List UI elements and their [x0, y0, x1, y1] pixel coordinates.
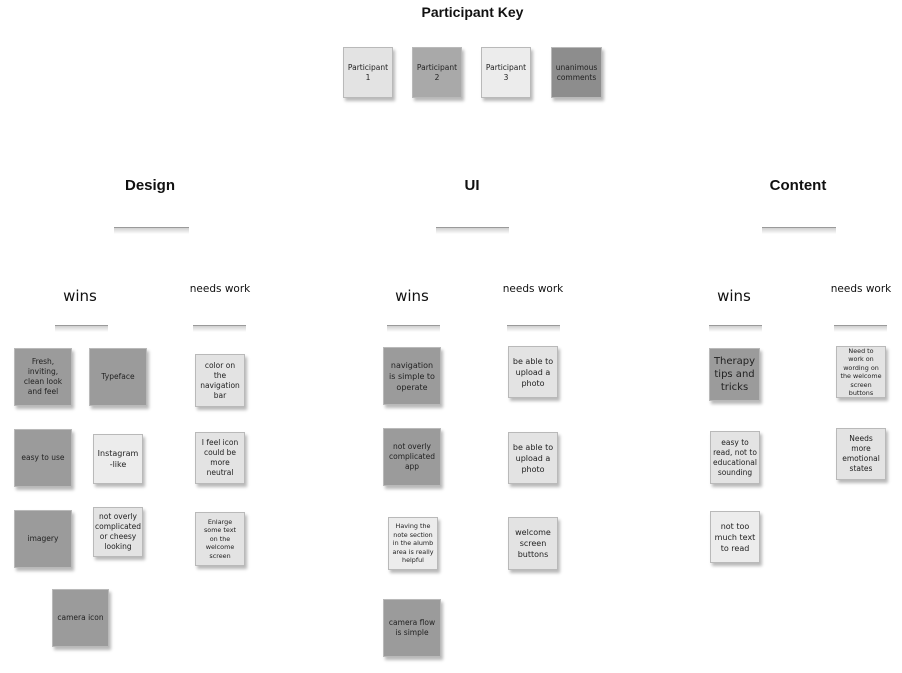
design-wins-divider — [55, 325, 108, 332]
ui-wins-divider — [387, 325, 440, 332]
content-divider — [762, 227, 836, 234]
sticky-note[interactable]: I feel icon could be more neutral — [195, 432, 245, 484]
sticky-note[interactable]: Instagram -like — [93, 434, 143, 484]
sticky-note[interactable]: Therapy tips and tricks — [709, 348, 760, 401]
sticky-note[interactable]: not overly complicated or cheesy looking — [93, 507, 143, 557]
ui-heading: UI — [464, 177, 480, 194]
sticky-note[interactable]: Needs more emotional states — [836, 428, 886, 480]
sticky-note[interactable]: imagery — [14, 510, 72, 568]
ui-wins-label: wins — [395, 287, 429, 305]
ui-divider — [436, 227, 509, 234]
key-participant-1[interactable]: Participant 1 — [343, 47, 393, 98]
sticky-note[interactable]: welcome screen buttons — [508, 517, 558, 570]
design-wins-label: wins — [63, 287, 97, 305]
key-unanimous-comments[interactable]: unanimous comments — [551, 47, 602, 98]
sticky-note[interactable]: Fresh, inviting, clean look and feel — [14, 348, 72, 406]
sticky-note[interactable]: not too much text to read — [710, 511, 760, 563]
sticky-note[interactable]: easy to use — [14, 429, 72, 487]
key-participant-3[interactable]: Participant 3 — [481, 47, 531, 98]
content-needs-label: needs work — [830, 283, 892, 295]
content-needs-divider — [834, 325, 887, 332]
sticky-note[interactable]: Having the note section in the alumb are… — [388, 517, 438, 570]
design-heading: Design — [124, 177, 175, 194]
sticky-note[interactable]: camera flow is simple — [383, 599, 441, 657]
sticky-note[interactable]: not overly complicated app — [383, 428, 441, 486]
ui-needs-label: needs work — [502, 283, 564, 295]
design-needs-label: needs work — [189, 283, 251, 295]
participant-key-title: Participant Key — [421, 4, 524, 20]
design-divider — [114, 227, 189, 234]
design-needs-divider — [193, 325, 246, 332]
sticky-note[interactable]: navigation is simple to operate — [383, 347, 441, 405]
sticky-note[interactable]: camera icon — [52, 589, 109, 647]
content-wins-label: wins — [717, 287, 751, 305]
sticky-note[interactable]: Typeface — [89, 348, 147, 406]
key-participant-2[interactable]: Participant 2 — [412, 47, 462, 98]
sticky-note[interactable]: be able to upload a photo — [508, 432, 558, 484]
sticky-note[interactable]: color on the navigation bar — [195, 354, 245, 407]
sticky-note[interactable]: Need to work on wording on the welcome s… — [836, 346, 886, 398]
content-wins-divider — [709, 325, 762, 332]
ui-needs-divider — [507, 325, 560, 332]
sticky-note[interactable]: easy to read, not to educational soundin… — [710, 431, 760, 484]
sticky-note[interactable]: Enlarge some text on the welcome screen — [195, 512, 245, 566]
sticky-note[interactable]: be able to upload a photo — [508, 346, 558, 398]
content-heading: Content — [769, 177, 827, 194]
